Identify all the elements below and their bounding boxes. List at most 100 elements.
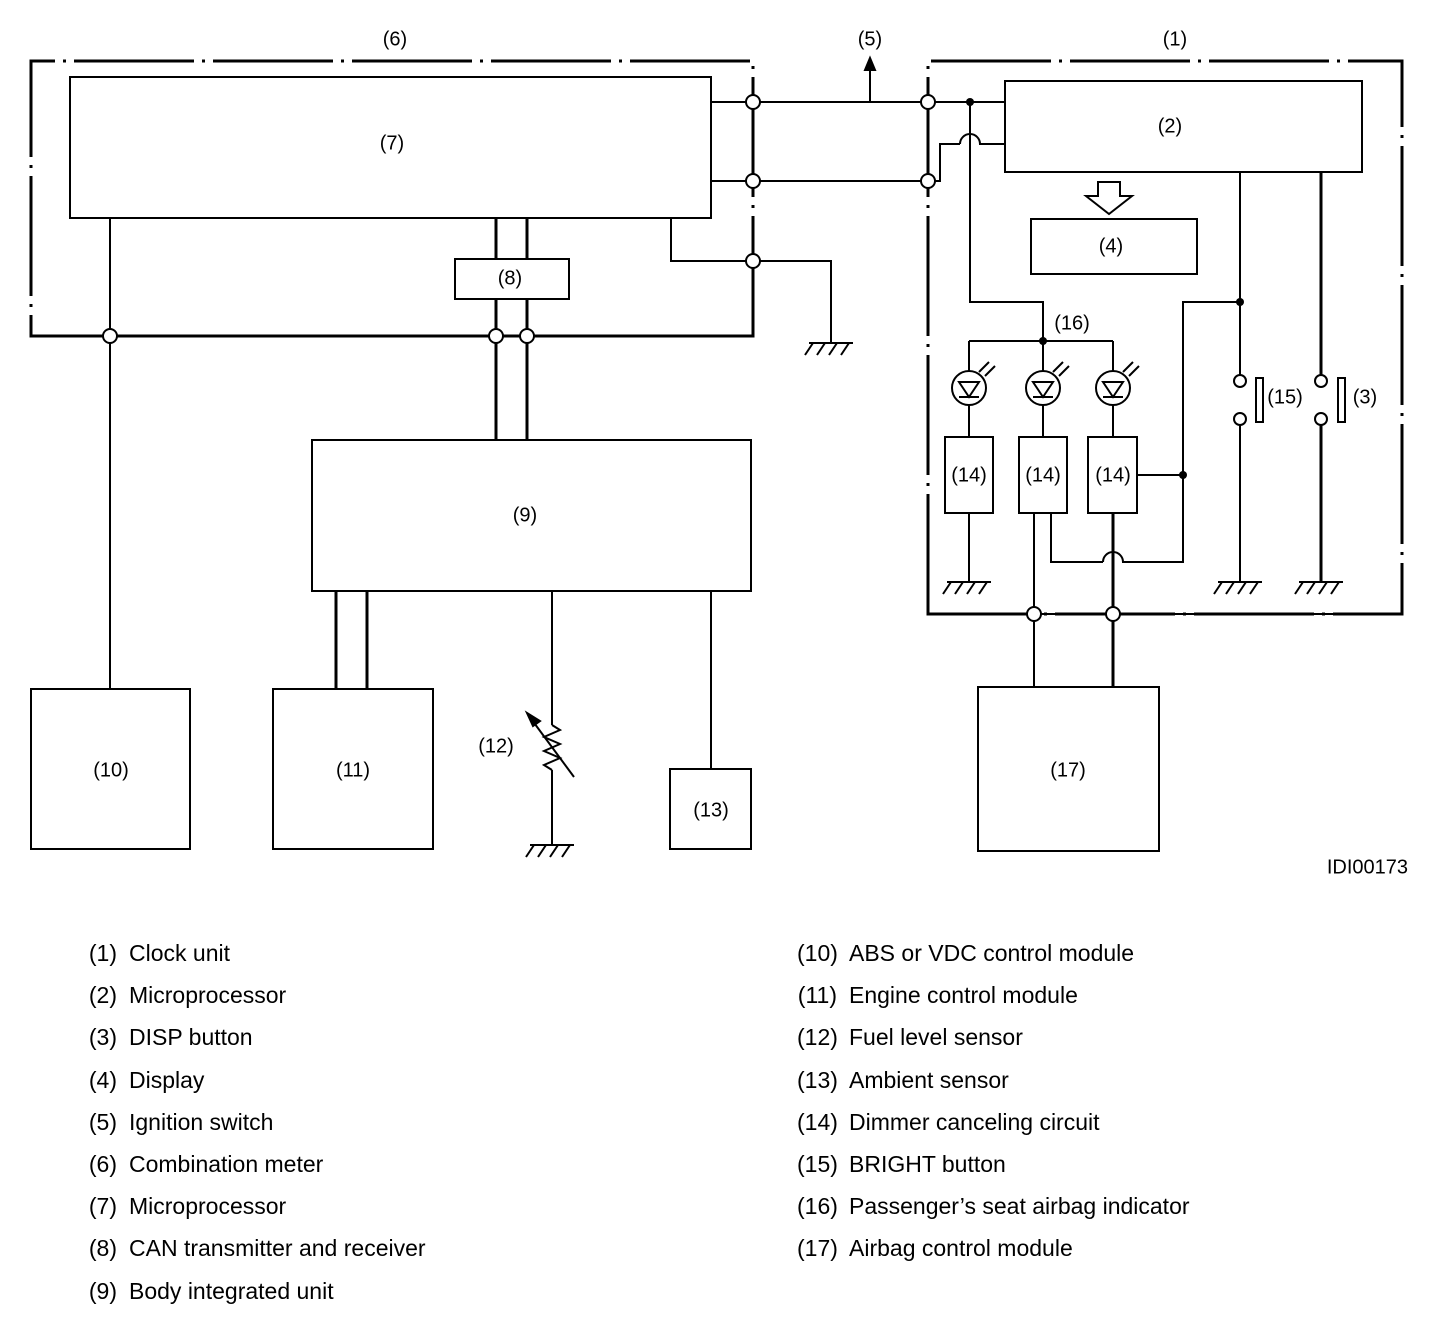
display-arrow bbox=[1083, 181, 1135, 216]
wire-dimmer-2-loop bbox=[1050, 513, 1103, 563]
label-clock-unit: (1) bbox=[1163, 28, 1187, 50]
ground-symbol-disp bbox=[1294, 581, 1343, 595]
body-integrated-unit-box bbox=[311, 439, 752, 592]
disp-button-contact-top bbox=[1314, 374, 1328, 388]
terminal-meter-ground bbox=[745, 253, 761, 269]
can-transceiver-box bbox=[454, 258, 570, 300]
label-microprocessor-7: (7) bbox=[380, 132, 404, 154]
dimmer-circuit-box-1 bbox=[944, 436, 994, 514]
junction-dot-dimmer-3 bbox=[1179, 471, 1187, 479]
ground-symbol-fuel-sensor bbox=[525, 844, 574, 858]
legend-item-text: Combination meter bbox=[129, 1151, 324, 1177]
legend-item-number: (2) bbox=[88, 982, 117, 1009]
terminal-airbag-1 bbox=[1026, 606, 1042, 622]
label-ambient-sensor: (13) bbox=[693, 799, 729, 821]
terminal-clock-ign bbox=[920, 94, 936, 110]
legend-item-text: Clock unit bbox=[129, 940, 230, 966]
combination-meter-boundary bbox=[29, 59, 755, 338]
label-airbag-indicator: (16) bbox=[1054, 312, 1090, 334]
legend-item-number: (8) bbox=[88, 1235, 117, 1262]
terminal-can-h bbox=[488, 328, 504, 344]
label-engine-control-module: (11) bbox=[336, 759, 370, 781]
legend-item-text: Passenger’s seat airbag indicator bbox=[849, 1193, 1190, 1220]
wire-ign-switch-arrow bbox=[863, 55, 877, 71]
junction-dot-ign bbox=[966, 98, 974, 106]
legend-item-number: (17) bbox=[797, 1235, 838, 1262]
indicator-led-3 bbox=[1095, 361, 1140, 406]
bright-button-contact-bottom bbox=[1233, 412, 1247, 426]
legend-item-number: (3) bbox=[88, 1024, 117, 1051]
legend-item-text: CAN transmitter and receiver bbox=[129, 1235, 426, 1262]
airbag-control-module-box bbox=[977, 686, 1160, 852]
wire-clock-comm-hop bbox=[959, 133, 1005, 145]
label-ignition-switch: (5) bbox=[858, 28, 882, 50]
legend-item-text: Microprocessor bbox=[129, 982, 287, 1009]
wire-meter-ground bbox=[670, 218, 832, 343]
ground-symbol-meter bbox=[804, 342, 853, 356]
legend-item-number: (6) bbox=[88, 1151, 117, 1177]
label-fuel-level-sensor: (12) bbox=[478, 735, 514, 757]
label-airbag-control-module: (17) bbox=[1050, 759, 1086, 781]
figure-id: IDI00173 bbox=[1327, 856, 1408, 878]
label-bright-button: (15) bbox=[1267, 386, 1303, 408]
wire-indicator-feed bbox=[969, 102, 1044, 341]
legend-item-number: (13) bbox=[797, 1066, 838, 1093]
label-disp-button: (3) bbox=[1353, 386, 1377, 408]
label-combination-meter: (6) bbox=[383, 28, 407, 50]
label-body-integrated-unit: (9) bbox=[513, 504, 537, 526]
legend-item-number: (7) bbox=[88, 1193, 117, 1220]
bright-button-actuator bbox=[1255, 377, 1264, 423]
legend-item-text: ABS or VDC control module bbox=[849, 940, 1135, 966]
label-microprocessor-2: (2) bbox=[1158, 115, 1182, 137]
label-display: (4) bbox=[1099, 235, 1123, 257]
legend-item-text: Airbag control module bbox=[849, 1235, 1073, 1262]
legend-item-text: Microprocessor bbox=[129, 1193, 287, 1220]
bright-button-contact-top bbox=[1233, 374, 1247, 388]
legend-item-text: Ambient sensor bbox=[849, 1066, 1009, 1093]
dimmer-circuit-box-2 bbox=[1018, 436, 1068, 514]
ground-symbol-bright bbox=[1213, 581, 1262, 595]
ambient-sensor-box bbox=[669, 768, 752, 850]
label-dimmer-circuit-3: (14) bbox=[1095, 464, 1131, 486]
legend-item-number: (4) bbox=[88, 1066, 117, 1093]
legend-item-number: (5) bbox=[88, 1108, 117, 1135]
legend-item-text: BRIGHT button bbox=[849, 1151, 1006, 1177]
disp-button-contact-bottom bbox=[1314, 412, 1328, 426]
legend-item-number: (10) bbox=[797, 940, 838, 966]
label-dimmer-circuit-1: (14) bbox=[951, 464, 987, 486]
indicator-led-2 bbox=[1025, 361, 1070, 406]
legend-item-text: Display bbox=[129, 1066, 205, 1093]
legend-item-number: (16) bbox=[797, 1193, 838, 1220]
microprocessor-2-box bbox=[1004, 80, 1363, 173]
terminal-meter-comm bbox=[745, 173, 761, 189]
terminal-clock-comm bbox=[920, 173, 936, 189]
label-can-transceiver: (8) bbox=[498, 267, 522, 289]
terminal-can-l bbox=[519, 328, 535, 344]
indicator-led-1 bbox=[951, 361, 996, 406]
legend-item-text: Dimmer canceling circuit bbox=[849, 1108, 1100, 1135]
legend-item-number: (15) bbox=[797, 1151, 838, 1177]
legend-item-text: Ignition switch bbox=[129, 1108, 274, 1135]
legend-item-text: DISP button bbox=[129, 1024, 253, 1051]
engine-control-module-box bbox=[272, 688, 434, 850]
label-abs-vdc-module: (10) bbox=[93, 759, 129, 781]
terminal-airbag-2 bbox=[1105, 606, 1121, 622]
label-dimmer-circuit-2: (14) bbox=[1025, 464, 1061, 486]
fuel-level-resistor-arrowhead bbox=[524, 710, 542, 728]
abs-vdc-module-box bbox=[30, 688, 191, 850]
legend-item-number: (11) bbox=[797, 982, 837, 1009]
junction-dot-indicator bbox=[1039, 337, 1047, 345]
legend-item-number: (9) bbox=[88, 1277, 117, 1304]
wiring-diagram: (6) (5) (1) (7) (2) (4) (8) (16) (15) (3… bbox=[29, 28, 1408, 878]
display-box bbox=[1030, 218, 1198, 275]
fuel-level-resistor-arrow bbox=[528, 715, 575, 778]
microprocessor-7-box bbox=[69, 76, 712, 219]
legend-item-number: (14) bbox=[797, 1108, 838, 1135]
terminal-abs bbox=[102, 328, 118, 344]
junction-dot-control bbox=[1236, 298, 1244, 306]
legend-item-text: Fuel level sensor bbox=[849, 1024, 1023, 1051]
disp-button-actuator bbox=[1337, 377, 1346, 423]
ground-symbol-dimmer bbox=[942, 581, 991, 595]
legend-item-text: Body integrated unit bbox=[129, 1277, 334, 1304]
terminal-meter-ign bbox=[745, 94, 761, 110]
